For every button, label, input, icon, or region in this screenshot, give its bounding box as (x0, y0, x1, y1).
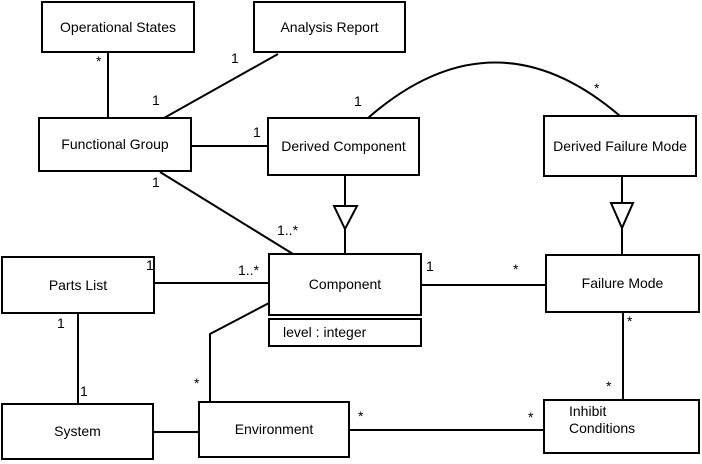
class-label: Parts List (48, 276, 108, 293)
class-failure-mode[interactable]: Failure Mode (545, 254, 700, 313)
class-label: Derived Component (281, 138, 406, 154)
line-analysis-report-functional-group[interactable] (163, 53, 279, 119)
line-environment-component[interactable] (209, 302, 270, 403)
multiplicity-label: * (194, 375, 200, 391)
multiplicity-label: * (606, 378, 612, 394)
class-label: Analysis Report (280, 18, 379, 35)
multiplicity-label: * (96, 53, 102, 69)
class-label: System (54, 423, 101, 439)
multiplicity-label: 1 (231, 50, 239, 66)
class-derived-component[interactable]: Derived Component (267, 117, 420, 176)
arc-derived-component-derived-failure-mode[interactable] (367, 61, 621, 119)
multiplicity-label: 1 (146, 257, 154, 273)
generalization-triangle-icon-component (332, 205, 359, 232)
multiplicity-label: 1 (354, 93, 362, 109)
multiplicity-label: * (627, 313, 633, 329)
multiplicity-label: 1 (57, 315, 65, 331)
class-label: Environment (234, 421, 314, 437)
class-label: Derived Failure Mode (553, 137, 687, 154)
class-component[interactable]: Component (268, 253, 422, 316)
class-component-attributes[interactable]: level : integer (268, 318, 422, 347)
multiplicity-label: 1 (253, 124, 261, 140)
class-label: Operational States (60, 18, 176, 35)
multiplicity-label: * (513, 261, 519, 277)
class-system[interactable]: System (1, 403, 154, 460)
multiplicity-label: * (528, 409, 534, 425)
class-label: Inhibit Conditions (569, 403, 636, 436)
class-derived-failure-mode[interactable]: Derived Failure Mode (543, 115, 697, 177)
class-inhibit-conditions[interactable]: Inhibit Conditions (543, 399, 700, 454)
class-label: Component (308, 276, 382, 292)
multiplicity-label: 1..* (238, 262, 260, 278)
multiplicity-label: 1 (426, 258, 434, 274)
multiplicity-label: 1 (152, 174, 160, 190)
multiplicity-label: * (358, 408, 364, 424)
multiplicity-label: * (594, 80, 600, 96)
class-environment[interactable]: Environment (198, 401, 350, 458)
multiplicity-label: 1 (152, 92, 160, 108)
class-label: Failure Mode (581, 275, 664, 291)
multiplicity-label: 1..* (277, 222, 299, 238)
class-functional-group[interactable]: Functional Group (38, 117, 192, 172)
class-label: Functional Group (61, 136, 169, 152)
attribute-label: level : integer (283, 324, 367, 340)
class-operational-states[interactable]: Operational States (41, 1, 195, 53)
generalization-triangle-icon-failure-mode (609, 202, 635, 231)
class-parts-list[interactable]: Parts List (1, 256, 155, 314)
multiplicity-label: 1 (80, 383, 88, 399)
class-analysis-report[interactable]: Analysis Report (253, 1, 406, 53)
line-functional-group-component[interactable] (159, 171, 294, 255)
